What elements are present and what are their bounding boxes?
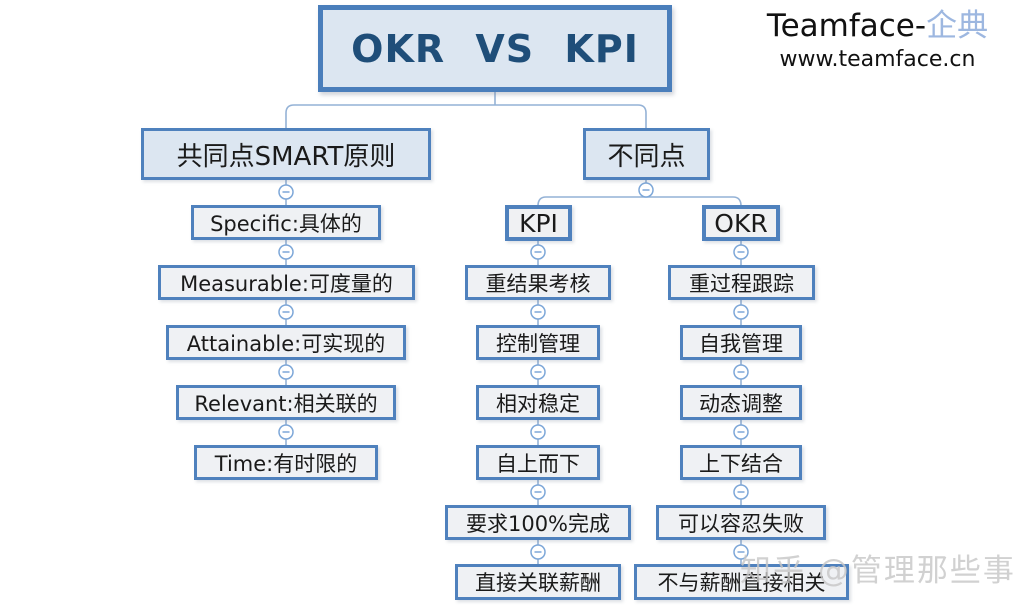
collapse-toggle-icon[interactable] (530, 304, 546, 320)
collapse-toggle-icon[interactable] (530, 424, 546, 440)
root-topic-okr-vs-kpi[interactable]: OKR VS KPI (318, 5, 672, 92)
collapse-toggle-icon[interactable] (278, 244, 294, 260)
okr-item-self-management[interactable]: 自我管理 (680, 325, 802, 360)
kpi-item-100-percent-completion[interactable]: 要求100%完成 (445, 505, 631, 540)
collapse-toggle-icon[interactable] (638, 182, 654, 198)
collapse-toggle-icon[interactable] (278, 304, 294, 320)
kpi-item-results-assessment[interactable]: 重结果考核 (465, 265, 611, 300)
collapse-toggle-icon[interactable] (278, 424, 294, 440)
topic-kpi[interactable]: KPI (505, 205, 572, 241)
okr-item-dynamic-adjustment[interactable]: 动态调整 (680, 385, 802, 420)
collapse-toggle-icon[interactable] (530, 244, 546, 260)
brand-website: www.teamface.cn (779, 47, 976, 72)
kpi-item-linked-to-salary[interactable]: 直接关联薪酬 (455, 564, 621, 600)
smart-item-measurable[interactable]: Measurable:可度量的 (158, 265, 415, 300)
kpi-item-relatively-stable[interactable]: 相对稳定 (476, 385, 600, 420)
topic-okr[interactable]: OKR (702, 205, 780, 241)
okr-item-not-linked-to-salary[interactable]: 不与薪酬直接相关 (634, 564, 849, 600)
collapse-toggle-icon[interactable] (530, 364, 546, 380)
collapse-toggle-icon[interactable] (733, 544, 749, 560)
collapse-toggle-icon[interactable] (733, 364, 749, 380)
smart-item-relevant[interactable]: Relevant:相关联的 (176, 385, 396, 420)
kpi-item-control-management[interactable]: 控制管理 (476, 325, 600, 360)
collapse-toggle-icon[interactable] (733, 304, 749, 320)
connector-top-rail (285, 104, 647, 129)
smart-item-specific[interactable]: Specific:具体的 (191, 205, 381, 240)
collapse-toggle-icon[interactable] (278, 364, 294, 380)
connector-diff-rail (537, 196, 742, 207)
collapse-toggle-icon[interactable] (278, 184, 294, 200)
collapse-toggle-icon[interactable] (733, 484, 749, 500)
branch-common-smart[interactable]: 共同点SMART原则 (141, 128, 431, 180)
smart-item-attainable[interactable]: Attainable:可实现的 (166, 325, 406, 360)
collapse-toggle-icon[interactable] (530, 484, 546, 500)
brand-suffix: 企典 (926, 8, 989, 44)
brand-name: Teamface- (766, 8, 927, 44)
collapse-toggle-icon[interactable] (733, 424, 749, 440)
collapse-toggle-icon[interactable] (733, 244, 749, 260)
zhihu-watermark: 知乎 @管理那些事 (740, 553, 1016, 589)
branch-differences[interactable]: 不同点 (583, 128, 710, 180)
okr-item-process-tracking[interactable]: 重过程跟踪 (668, 265, 815, 300)
kpi-item-top-down[interactable]: 自上而下 (476, 445, 600, 480)
okr-item-tolerate-failure[interactable]: 可以容忍失败 (656, 505, 826, 540)
collapse-toggle-icon[interactable] (530, 544, 546, 560)
smart-item-time[interactable]: Time:有时限的 (194, 445, 378, 480)
brand-block: Teamface-企典 www.teamface.cn (760, 6, 995, 74)
brand-logo: Teamface-企典 (760, 6, 995, 46)
okr-item-top-down-combined[interactable]: 上下结合 (680, 445, 802, 480)
